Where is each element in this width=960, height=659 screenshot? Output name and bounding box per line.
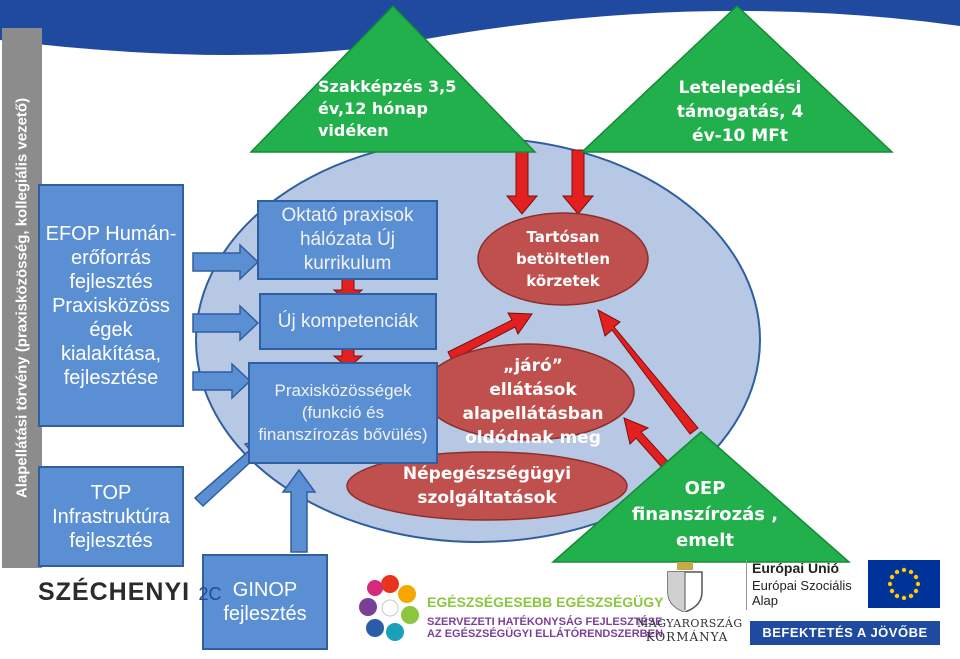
triangle-szakkepzes [249,4,537,153]
oep-text: OEP finanszírozás , emelt [631,478,779,551]
egeszseg-title: EGÉSZSÉGESEBB EGÉSZSÉGÜGY [427,594,664,610]
egeszseg-flower-icon [359,575,419,641]
top-box: TOP Infrastruktúra fejlesztés [38,466,184,567]
blue-arrow-ginop-up [281,468,317,553]
magyarorszag-kormanya: MAGYARORSZÁG KORMÁNYA [637,617,743,644]
header-wave [0,0,960,55]
magyar-line2: KORMÁNYA [645,630,729,644]
uj-kompetenciak-box: Új kompetenciák [259,293,437,350]
oval-nepegeszseg [346,451,628,521]
szakkepzes-text: Szakképzés 3,5 év,12 hónap vidéken [318,77,457,140]
szechenyi-text: SZÉCHENYI [38,578,191,606]
ginop-box: GINOP fejlesztés [202,554,328,650]
triangle-oep [551,431,851,563]
blue-arrow-2 [192,304,260,342]
egeszseg-line1: SZERVEZETI HATÉKONYSÁG FEJLESZTÉSE [427,616,663,628]
nepegeszseg-text: Népegészségügyi szolgáltatások [402,464,572,508]
triangle-letelepedesi [580,4,894,153]
eu-text-block: Európai Unió Európai Szociális Alap [752,560,852,608]
blue-arrow-1 [192,243,260,281]
tartosan-text: Tartósan betöltetlen körzetek [515,228,611,290]
ginop-text: GINOP fejlesztés [223,579,307,625]
blue-arrow-3 [192,362,252,400]
eu-line3: Alap [752,593,779,608]
befektetes-banner: BEFEKTETÉS A JÖVŐBE [750,621,940,645]
praxiskozossegek-box: Praxisközösségek (funkció és finanszíroz… [248,362,438,464]
praxiskozossegek-text: Praxisközösségek (funkció és finanszíroz… [258,381,428,444]
oktato-praxisok-text: Oktató praxisok hálózata Új kurrikulum [281,205,414,274]
oktato-praxisok-box: Oktató praxisok hálózata Új kurrikulum [257,200,438,280]
letelepedesi-text: Letelepedési támogatás, 4 év-10 MFt [676,78,804,146]
red-arrow-oep-tartosan [597,309,699,435]
szechenyi-logo: SZÉCHENYI 2C [38,578,222,608]
top-text: TOP Infrastruktúra fejlesztés [52,481,170,552]
oval-tartosan [477,212,649,306]
red-arrow-szakkepzes-down [505,149,539,215]
eu-line2: Európai Szociális [752,578,852,593]
szechenyi-number: 2C [198,584,222,604]
coat-of-arms-icon [667,562,703,612]
eu-flag-icon [868,560,940,608]
egeszseg-logo-text: EGÉSZSÉGESEBB EGÉSZSÉGÜGY SZERVEZETI HAT… [427,594,664,640]
egeszseg-line2: AZ EGÉSZSÉGÜGYI ELLÁTÓRENDSZERBEN [427,628,663,640]
efop-box: EFOP Humán-erőforrás fejlesztés Praxiskö… [38,184,184,427]
magyar-line1: MAGYARORSZÁG [637,617,743,630]
eu-separator [746,560,747,610]
uj-kompetenciak-text: Új kompetenciák [277,310,419,332]
red-arrow-letelepedesi-down [561,149,595,215]
jaro-text: „járó” ellátások alapellátásban oldódnak… [462,356,604,448]
efop-text: EFOP Humán-erőforrás fejlesztés Praxiskö… [45,222,177,389]
red-arrow-oep-jaro [623,417,673,473]
side-title-bar: Alapellátási törvény (praxisközösség, ko… [2,28,42,568]
eu-line1: Európai Unió [752,560,840,576]
